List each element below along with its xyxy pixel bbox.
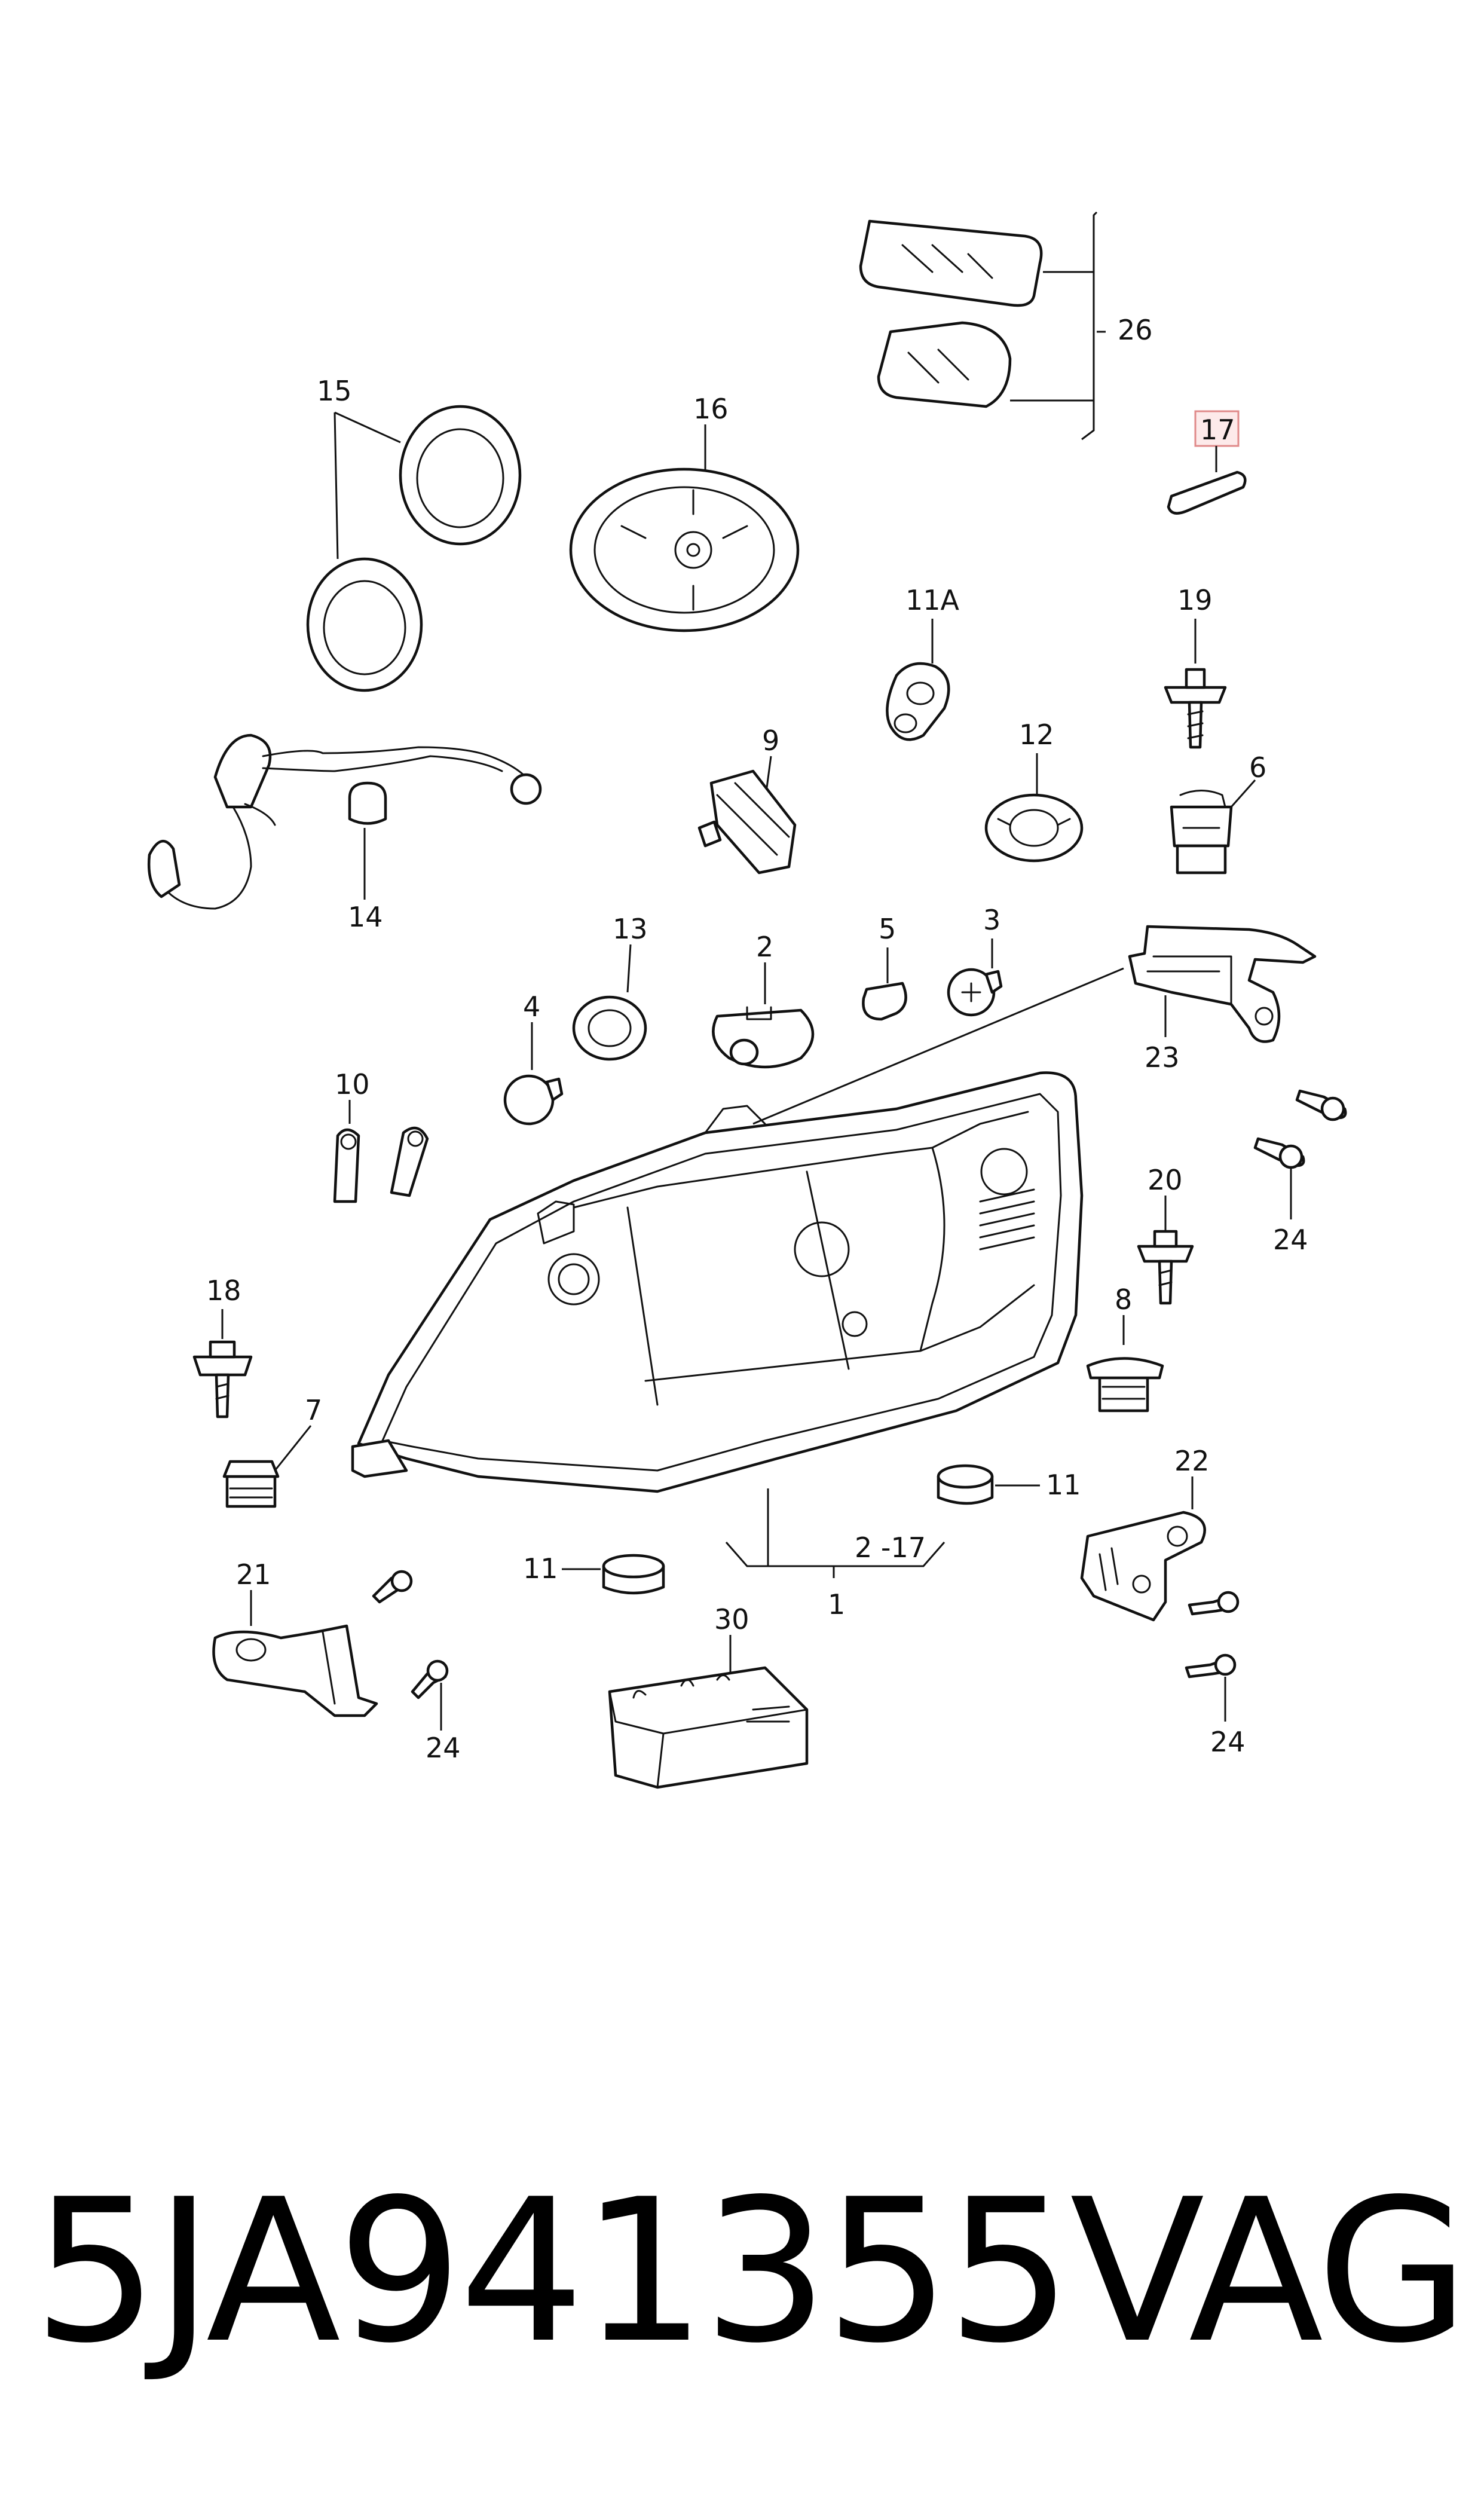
label-21: 21 [236,1558,271,1591]
label-24-left: 24 [426,1732,461,1764]
footer: 5JA941355 VAG [0,2164,1484,2403]
part-3-bulb [947,938,1003,1017]
part-30-repair-kit [608,1635,809,1789]
part-18-screw [192,1309,253,1419]
label-11-left: 11 [523,1552,558,1585]
part-14-wiring-harness [148,733,542,910]
part-5-small-bulb [862,947,907,1021]
label-18: 18 [206,1274,241,1307]
part-10-small-bulbs [333,1100,429,1203]
label-23: 23 [1145,1041,1180,1074]
part-19-screw [1164,619,1227,749]
label-30: 30 [714,1603,749,1635]
label-20: 20 [1148,1164,1183,1196]
part-9-motor-actuator [697,756,797,875]
brand-name: VAG [1070,2157,1469,2386]
label-2: 2 [756,931,773,963]
part-17-clip [1167,410,1247,515]
label-8: 8 [1115,1283,1132,1316]
part-24-screws-upper-right [1253,1089,1347,1219]
part-number: 5JA941355 [33,2157,1072,2386]
label-13: 13 [613,913,648,945]
label-22: 22 [1174,1445,1210,1477]
part-11a-seal [886,619,950,741]
part-22-bracket [1080,1476,1206,1622]
part-16-cover-cap [569,424,800,632]
label-14: 14 [348,901,383,933]
label-11-right: 11 [1046,1469,1081,1501]
label-3: 3 [983,904,1000,936]
label-9: 9 [762,724,779,757]
part-1-headlight-housing [351,1071,1084,1493]
part-24-screws-left [372,1570,449,1731]
label-15: 15 [317,375,352,407]
label-24-upper-right: 24 [1273,1224,1308,1256]
label-24-lower-right: 24 [1210,1726,1246,1758]
part-2-bulb [712,962,815,1069]
exploded-parts-diagram: 26 17 15 16 11A 19 9 12 6 14 13 2 5 3 23… [148,211,1347,1789]
label-26: 26 [1118,314,1153,346]
part-23-bracket [1128,925,1317,1043]
label-11a: 11A [905,584,960,616]
label-16: 16 [693,393,729,425]
part-26-lens-covers [859,211,1106,441]
label-19: 19 [1177,584,1213,616]
callout-labels: 26 17 15 16 11A 19 9 12 6 14 13 2 5 3 23… [206,314,1308,1764]
part-24-screws-lower-right [1185,1591,1240,1722]
part-4-bulb [503,1022,564,1126]
part-11-spacers [562,1464,1040,1595]
part-13-socket [572,944,647,1061]
part-8-nut [1086,1315,1164,1413]
label-10: 10 [335,1068,370,1100]
leader-23-to-housing [752,967,1124,1125]
label-1: 1 [828,1588,845,1621]
part-6-plug [1170,779,1256,875]
label-4: 4 [523,990,540,1023]
part-20-screw [1137,1196,1194,1305]
part-15-rubber-covers [306,405,522,692]
part-12-bulb-holder [984,753,1084,863]
label-5: 5 [879,913,896,945]
part-21-bracket [212,1590,378,1717]
assembly-leader-lines [725,1488,946,1578]
label-6: 6 [1249,751,1266,784]
part-7-nut [222,1425,312,1508]
label-2-17: 2 -17 [855,1531,926,1564]
label-17: 17 [1200,414,1235,446]
label-7: 7 [305,1394,322,1426]
label-12: 12 [1019,719,1054,751]
